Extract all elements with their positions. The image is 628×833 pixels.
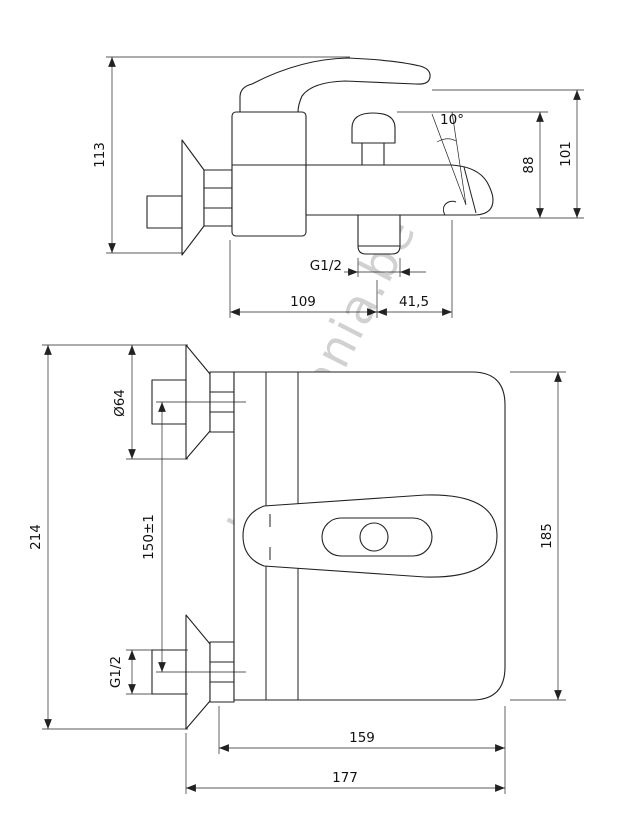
dim-g12-plan-label: G1/2 (108, 656, 124, 688)
angle-arc (436, 138, 457, 143)
ext-88-101 (397, 89, 584, 219)
plan-nut-top-facets (210, 391, 234, 413)
side-hex-nut-facets (204, 187, 232, 209)
dim-159-label: 159 (349, 730, 375, 746)
side-spout-end-face (463, 166, 477, 214)
dim-dia64-label: Ø64 (112, 389, 128, 417)
plan-nut-bottom-facets (210, 661, 234, 683)
ext-150 (156, 401, 246, 673)
ext-159 (218, 706, 506, 794)
side-view: 10° 113 88 101 G1/2 109 41,5 (92, 56, 584, 318)
side-diverter-stem (361, 142, 385, 166)
side-spout-lip (442, 200, 457, 216)
dim-101-label: 101 (558, 141, 574, 167)
dim-113-label: 113 (92, 142, 108, 168)
dim-41-5-label: 41,5 (399, 294, 429, 310)
side-pipe-stub (146, 195, 183, 229)
plan-lever-knob (359, 522, 389, 552)
dim-angle-label: 10° (440, 112, 464, 128)
angle-construction-lines (431, 111, 467, 206)
ext-g12-plan (126, 649, 188, 695)
ext-113 (106, 56, 350, 254)
side-spout (305, 164, 494, 216)
side-body (231, 111, 307, 237)
side-diverter-knob (351, 112, 396, 144)
side-shower-outlet (357, 214, 401, 255)
plan-view: 214 Ø64 150±1 G1/2 185 159 177 (28, 344, 566, 794)
side-wall-flange (181, 139, 205, 256)
side-lever-handle (239, 57, 431, 113)
dim-150-label: 150±1 (141, 514, 157, 560)
ext-214 (42, 344, 188, 730)
dim-177-label: 177 (332, 770, 358, 786)
dim-g12-side-label: G1/2 (310, 258, 342, 274)
dim-214-label: 214 (28, 524, 44, 550)
dim-109-label: 109 (290, 294, 316, 310)
dim-185-label: 185 (539, 523, 555, 549)
side-hex-nut (203, 169, 233, 227)
dim-88-label: 88 (521, 156, 537, 173)
ext-185 (510, 371, 566, 701)
